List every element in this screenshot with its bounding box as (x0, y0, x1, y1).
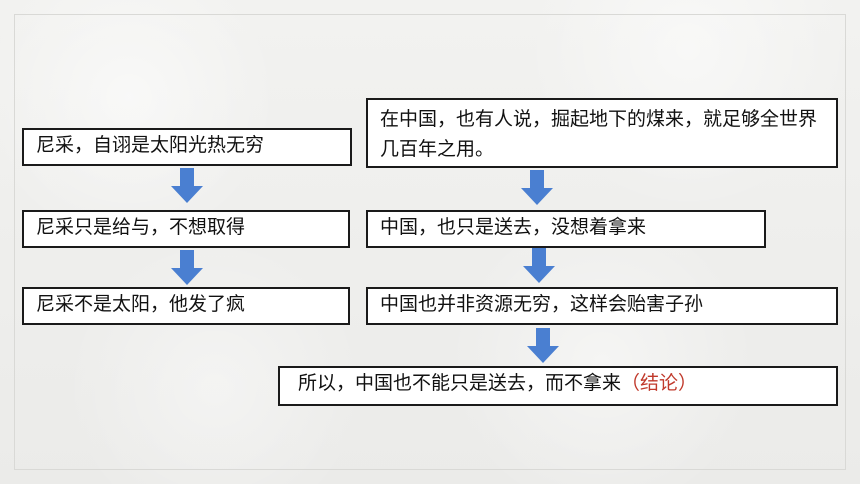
conclusion-box: 所以，中国也不能只是送去，而不拿来（结论） (278, 366, 838, 406)
left-box-2-text: 尼采只是给与，不想取得 (36, 216, 246, 238)
left-box-3-text: 尼采不是太阳，他发了疯 (36, 293, 246, 315)
conclusion-text: 所以，中国也不能只是送去，而不拿来 (298, 372, 622, 394)
right-arrow-1 (521, 170, 553, 205)
left-box-2: 尼采只是给与，不想取得 (22, 210, 350, 248)
right-box-3-text: 中国也并非资源无穷，这样会贻害子孙 (380, 293, 704, 315)
left-box-1: 尼采，自诩是太阳光热无穷 (22, 128, 352, 166)
left-arrow-1 (171, 168, 203, 203)
right-box-1: 在中国，也有人说，掘起地下的煤来，就足够全世界几百年之用。 (366, 98, 838, 168)
right-box-2: 中国，也只是送去，没想着拿来 (366, 210, 766, 248)
right-arrow-3 (527, 328, 559, 363)
conclusion-tag: （结论） (621, 372, 698, 394)
left-box-1-text: 尼采，自诩是太阳光热无穷 (36, 134, 265, 156)
right-box-2-text: 中国，也只是送去，没想着拿来 (380, 216, 647, 238)
right-arrow-2 (523, 248, 555, 283)
right-box-3: 中国也并非资源无穷，这样会贻害子孙 (366, 287, 838, 325)
left-arrow-2 (171, 250, 203, 285)
slide-frame (14, 14, 846, 470)
right-box-1-text: 在中国，也有人说，掘起地下的煤来，就足够全世界几百年之用。 (380, 108, 818, 160)
left-box-3: 尼采不是太阳，他发了疯 (22, 287, 350, 325)
